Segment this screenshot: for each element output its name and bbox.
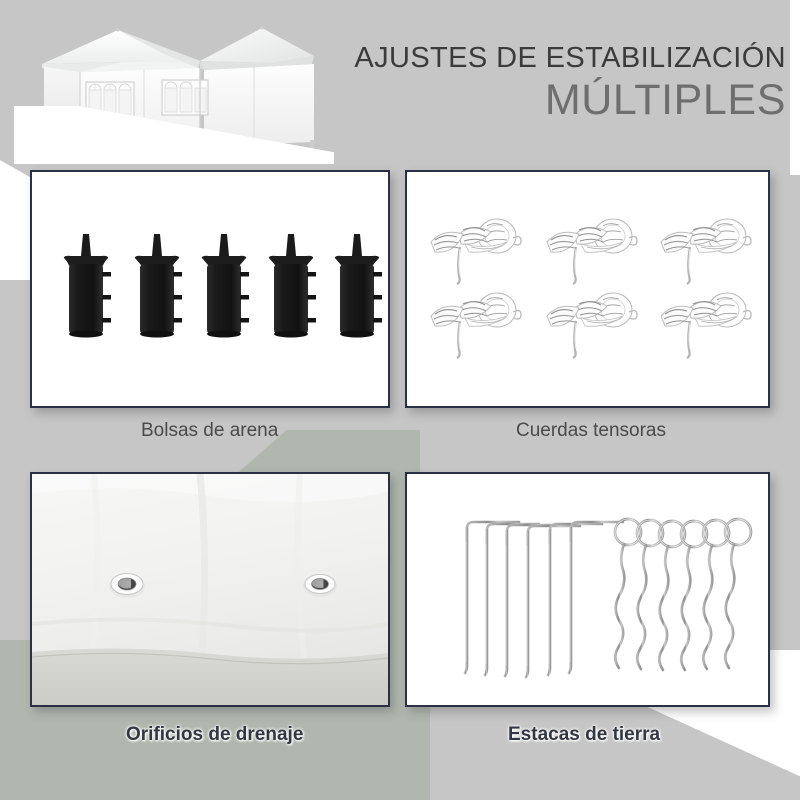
feature-panel-stakes bbox=[405, 472, 770, 707]
caption-ropes: Cuerdas tensoras bbox=[516, 420, 666, 441]
caption-sandbags: Bolsas de arena bbox=[141, 420, 279, 441]
ground-stakes-illustration bbox=[463, 517, 753, 679]
feature-panel-drainage bbox=[30, 472, 390, 707]
sandbags-illustration bbox=[63, 234, 382, 338]
hero-product-photo bbox=[14, 14, 334, 164]
guy-ropes-illustration bbox=[429, 217, 753, 360]
title-line-primary: AJUSTES DE ESTABILIZACIÓN bbox=[354, 42, 786, 74]
feature-panel-sandbags bbox=[30, 170, 390, 408]
drainage-holes-illustration bbox=[32, 474, 388, 705]
title-line-secondary: MÚLTIPLES bbox=[544, 76, 786, 124]
hero-ground-shadow bbox=[14, 106, 334, 164]
page-title: AJUSTES DE ESTABILIZACIÓN MÚLTIPLES bbox=[330, 44, 786, 122]
feature-panel-ropes bbox=[405, 170, 770, 408]
caption-stakes: Estacas de tierra bbox=[508, 724, 661, 745]
background-strip-top-right bbox=[790, 0, 800, 175]
caption-drainage: Orificios de drenaje bbox=[126, 724, 304, 745]
